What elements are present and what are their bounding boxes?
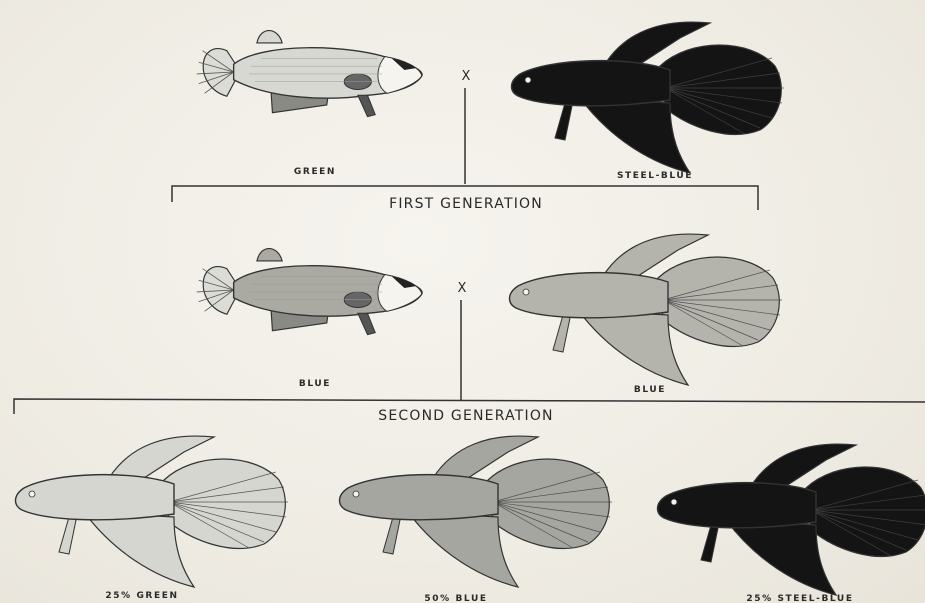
second-generation-steel-blue-fish (658, 444, 925, 595)
steel-blue-parent-fish (512, 22, 785, 173)
steel-blue-parent-label: STEEL-BLUE (617, 171, 693, 181)
first-generation-heading: FIRST GENERATION (389, 196, 543, 212)
second-generation-blue-fish (340, 436, 613, 587)
first-generation-female-fish (197, 249, 422, 335)
green-parent-fish (197, 31, 422, 117)
second-generation-heading: SECOND GENERATION (378, 408, 553, 424)
second-generation-green-label: 25% GREEN (105, 591, 178, 601)
first-generation-right-label: BLUE (634, 385, 666, 395)
parents-cross-symbol: X (462, 69, 471, 84)
second-generation-steel-blue-label: 25% STEEL-BLUE (746, 594, 853, 603)
first-generation-male-fish (510, 234, 783, 385)
first-generation-left-label: BLUE (299, 379, 331, 389)
green-parent-label: GREEN (294, 167, 336, 177)
second-generation-blue-label: 50% BLUE (424, 594, 487, 603)
second-generation-green-fish (16, 436, 289, 587)
first-generation-cross-symbol: X (458, 281, 467, 296)
